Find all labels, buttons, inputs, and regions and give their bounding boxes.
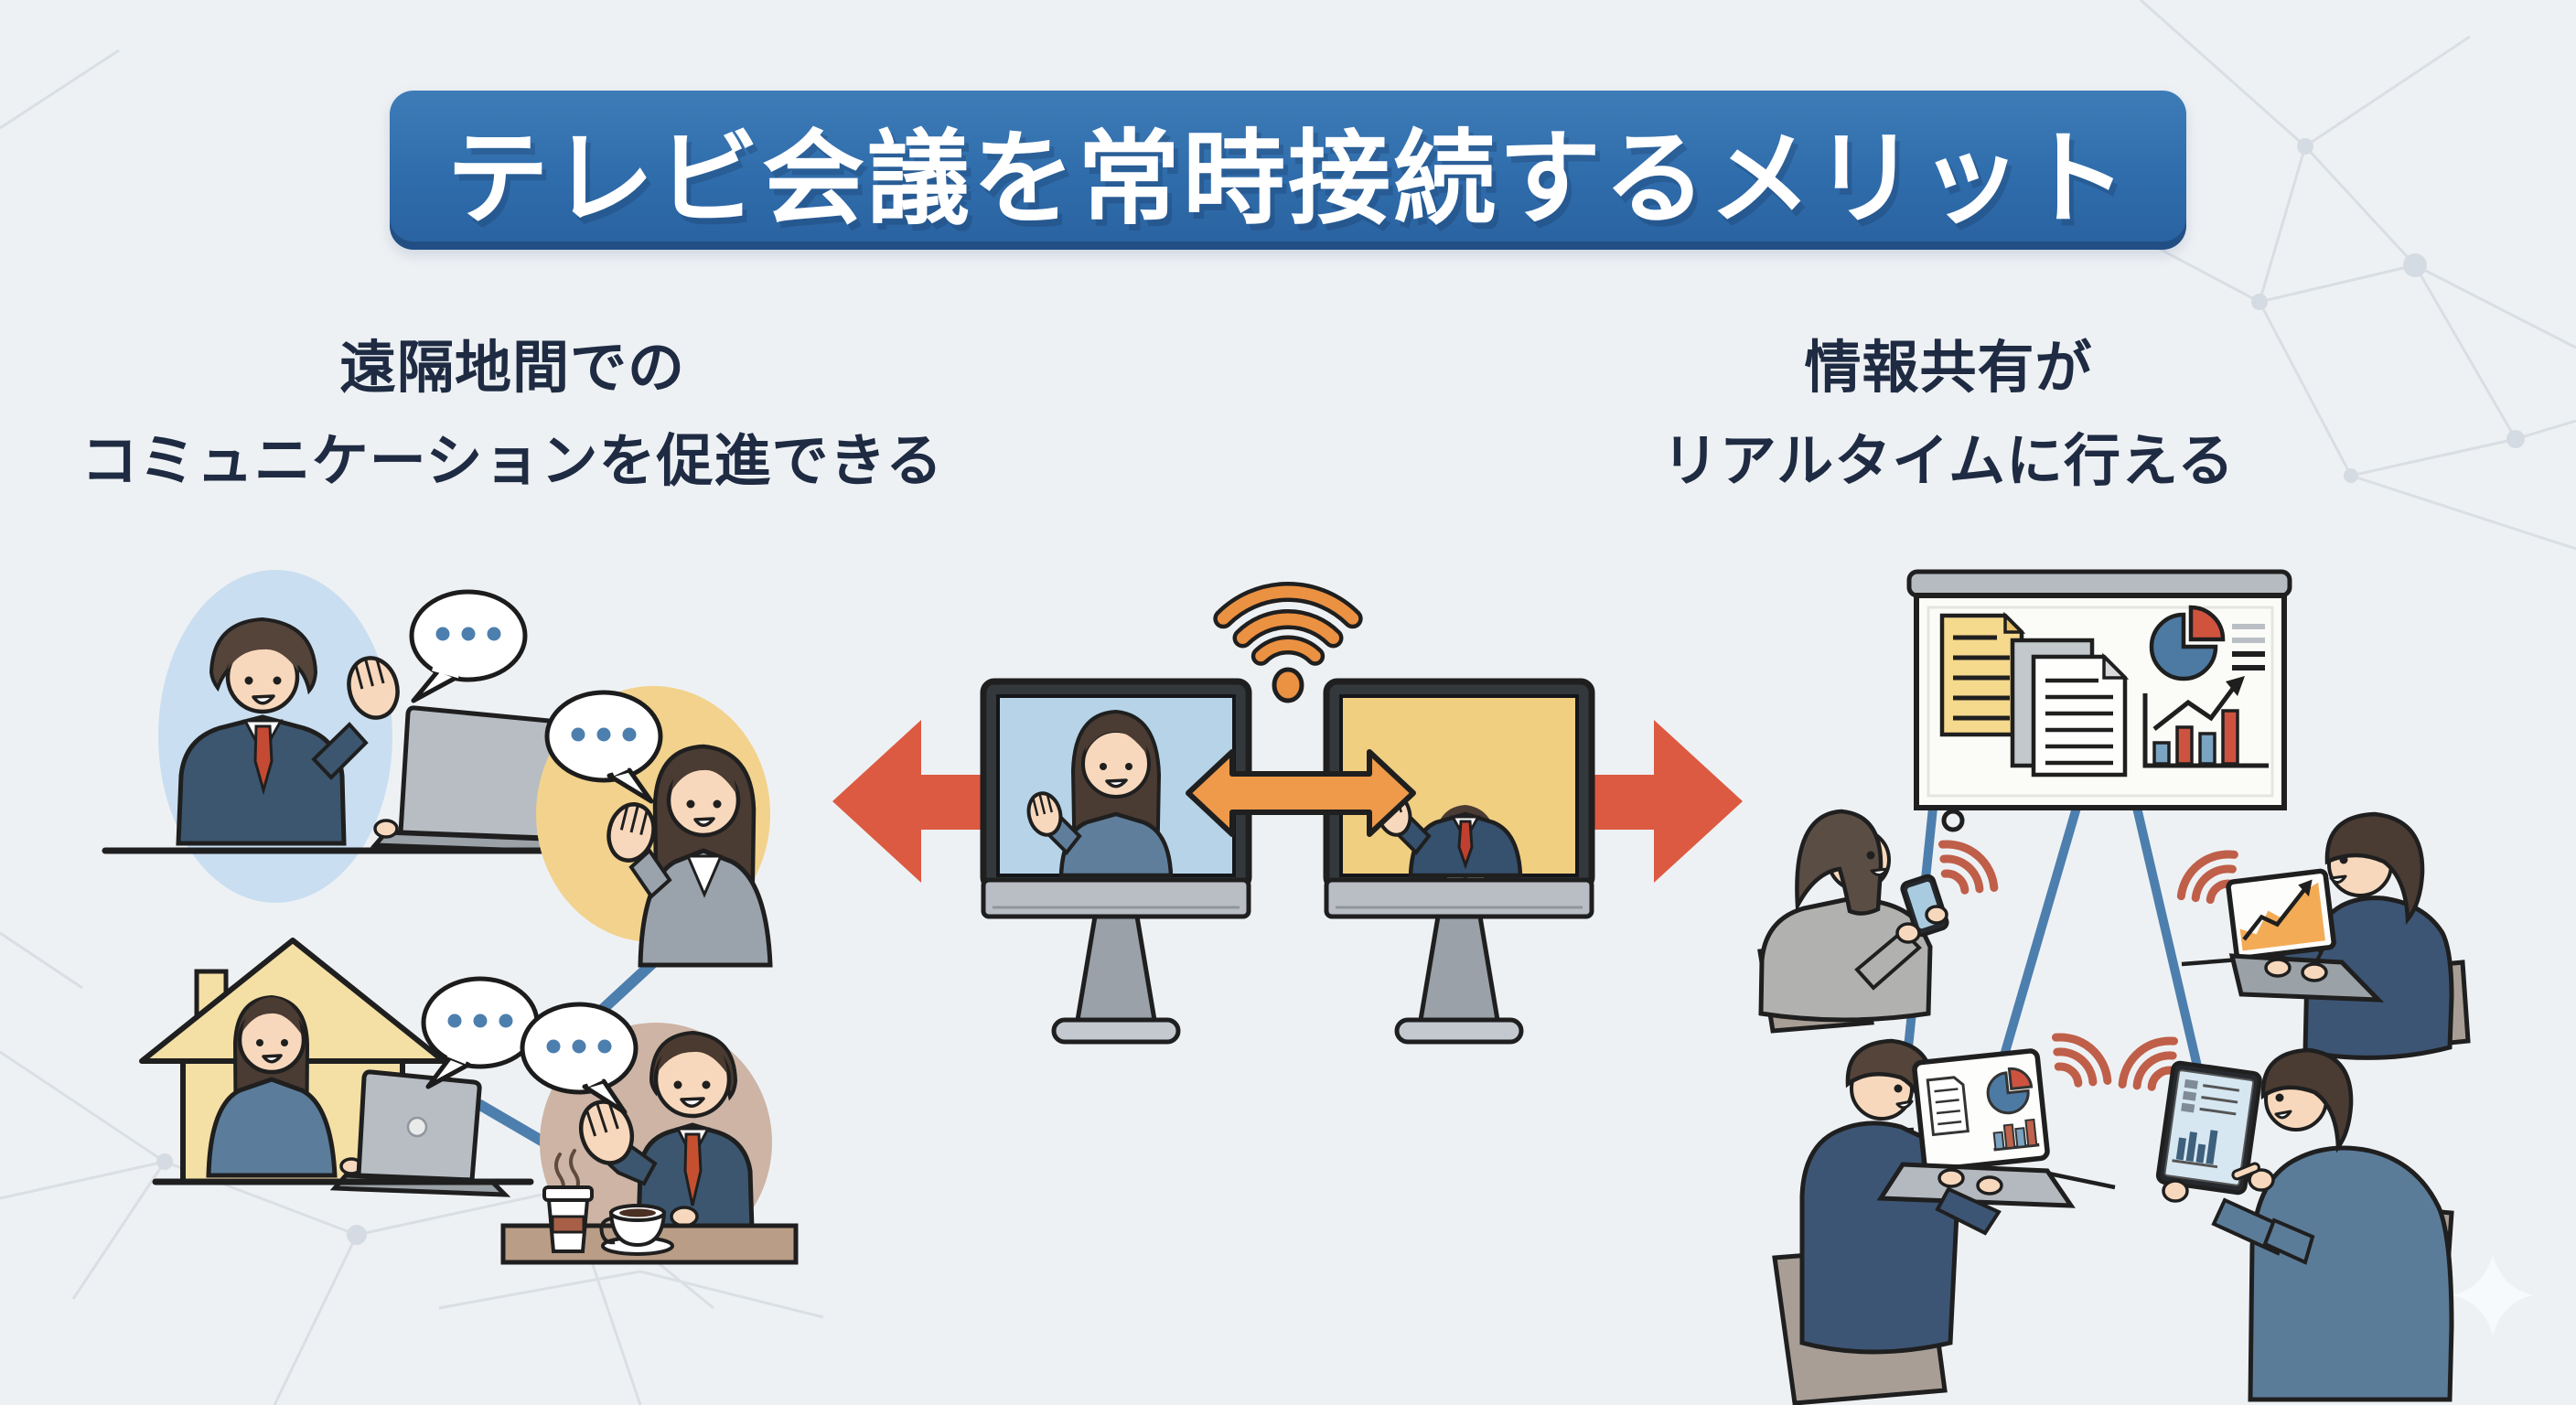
coffee-cup [599, 1204, 674, 1256]
man-with-laptop-chart [2173, 811, 2471, 1060]
businessman-with-laptop [102, 570, 607, 903]
arrow-right-icon [1585, 720, 1743, 883]
laptop-growth-chart [2226, 868, 2336, 961]
speech-bubble-1 [409, 589, 528, 703]
right-section-heading: 情報共有が リアルタイムに行える [1491, 322, 2406, 508]
monitor-left [980, 678, 1252, 1045]
connector-line-3 [475, 1099, 552, 1149]
woman-working-from-home [139, 938, 540, 1197]
laptop-documents [1912, 1048, 2050, 1173]
arrow-left-icon [832, 720, 990, 883]
right-heading-line2: リアルタイムに行える [1661, 429, 2236, 493]
takeaway-cup [542, 1149, 594, 1253]
document-icons [1939, 611, 2130, 778]
businessman-at-cafe [500, 1002, 799, 1265]
mesh-nodes [156, 138, 2525, 1245]
bar-chart-icon [2142, 676, 2269, 768]
speech-bubble-3 [421, 976, 540, 1089]
right-heading-line1: 情報共有が [1804, 337, 2093, 400]
waving-hand [579, 1099, 634, 1165]
center-illustration [832, 582, 1743, 1045]
signal-waves-icon [1929, 833, 2003, 903]
double-arrow-icon [1186, 749, 1416, 837]
monitor-right [1323, 678, 1595, 1045]
on-screen-woman [1026, 709, 1174, 879]
waving-hand [606, 802, 656, 863]
man-with-laptop-docs [1772, 1026, 2117, 1405]
left-heading-line2: コミュニケーションを促進できる [80, 429, 944, 493]
laptop-back [398, 705, 557, 841]
left-heading-line1: 遠隔地間での [338, 337, 685, 400]
wifi-icon [1213, 582, 1363, 703]
sparkle-icon [2453, 1255, 2533, 1335]
pie-chart-icon [2149, 605, 2265, 681]
man-with-tablet [2113, 1030, 2454, 1402]
title-banner: テレビ会議を常時接続するメリット [390, 91, 2186, 250]
woman-with-phone [1757, 809, 2003, 1034]
waving-businesswoman [536, 686, 773, 968]
left-illustration [102, 570, 799, 1265]
waving-hand [347, 656, 400, 720]
pull-ring [1941, 809, 1965, 832]
signal-waves-icon [2043, 1026, 2117, 1096]
tablet [2155, 1060, 2262, 1196]
desk-line [2181, 957, 2240, 967]
pointing-hand [2231, 1162, 2275, 1192]
speech-bubble-4 [520, 1002, 639, 1115]
right-illustration [1757, 569, 2471, 1405]
page-title: テレビ会議を常時接続するメリット [446, 122, 2130, 236]
presentation-board [1906, 569, 2292, 832]
left-section-heading: 遠隔地間での コミュニケーションを促進できる [55, 322, 970, 508]
speech-bubble-2 [544, 690, 663, 804]
